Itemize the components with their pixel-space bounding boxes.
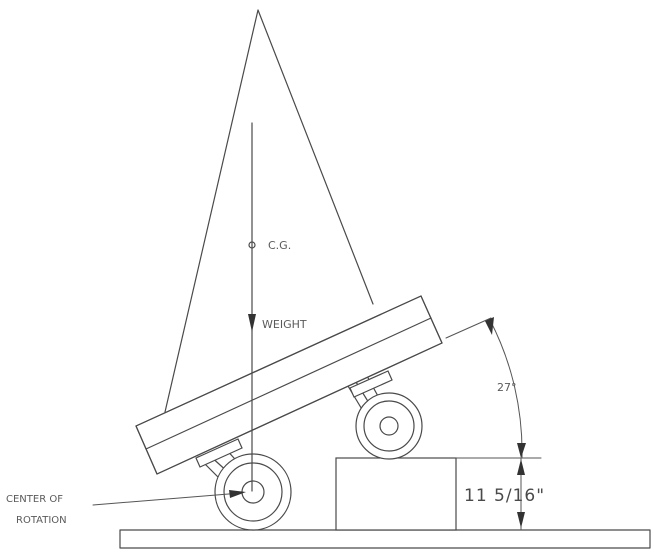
rear-wheel	[355, 392, 423, 460]
floor-slab	[119, 529, 651, 549]
center-of-rotation-label-line1: CENTER OF	[6, 494, 63, 505]
angle-arrow-bottom	[517, 443, 526, 458]
height-arrow-top	[517, 459, 525, 475]
center-of-rotation-label-line2: ROTATION	[16, 515, 67, 526]
front-wheel	[214, 453, 292, 531]
angle-label: 27°	[497, 381, 517, 394]
step-block	[335, 457, 457, 531]
center-of-rotation-leader	[92, 492, 242, 506]
sail-triangle	[164, 9, 374, 413]
height-arrow-bottom	[517, 512, 525, 528]
weight-label: WEIGHT	[262, 318, 307, 331]
weight-arrow-head	[248, 314, 256, 332]
angle-extension-line	[445, 317, 492, 339]
tilted-platform	[135, 295, 443, 475]
angle-arrow-top	[485, 317, 494, 335]
center-of-rotation-arrow	[229, 490, 246, 498]
angle-dimension-arc	[489, 319, 523, 459]
cg-label: C.G.	[268, 239, 291, 252]
height-label: 11 5/16"	[464, 486, 545, 506]
